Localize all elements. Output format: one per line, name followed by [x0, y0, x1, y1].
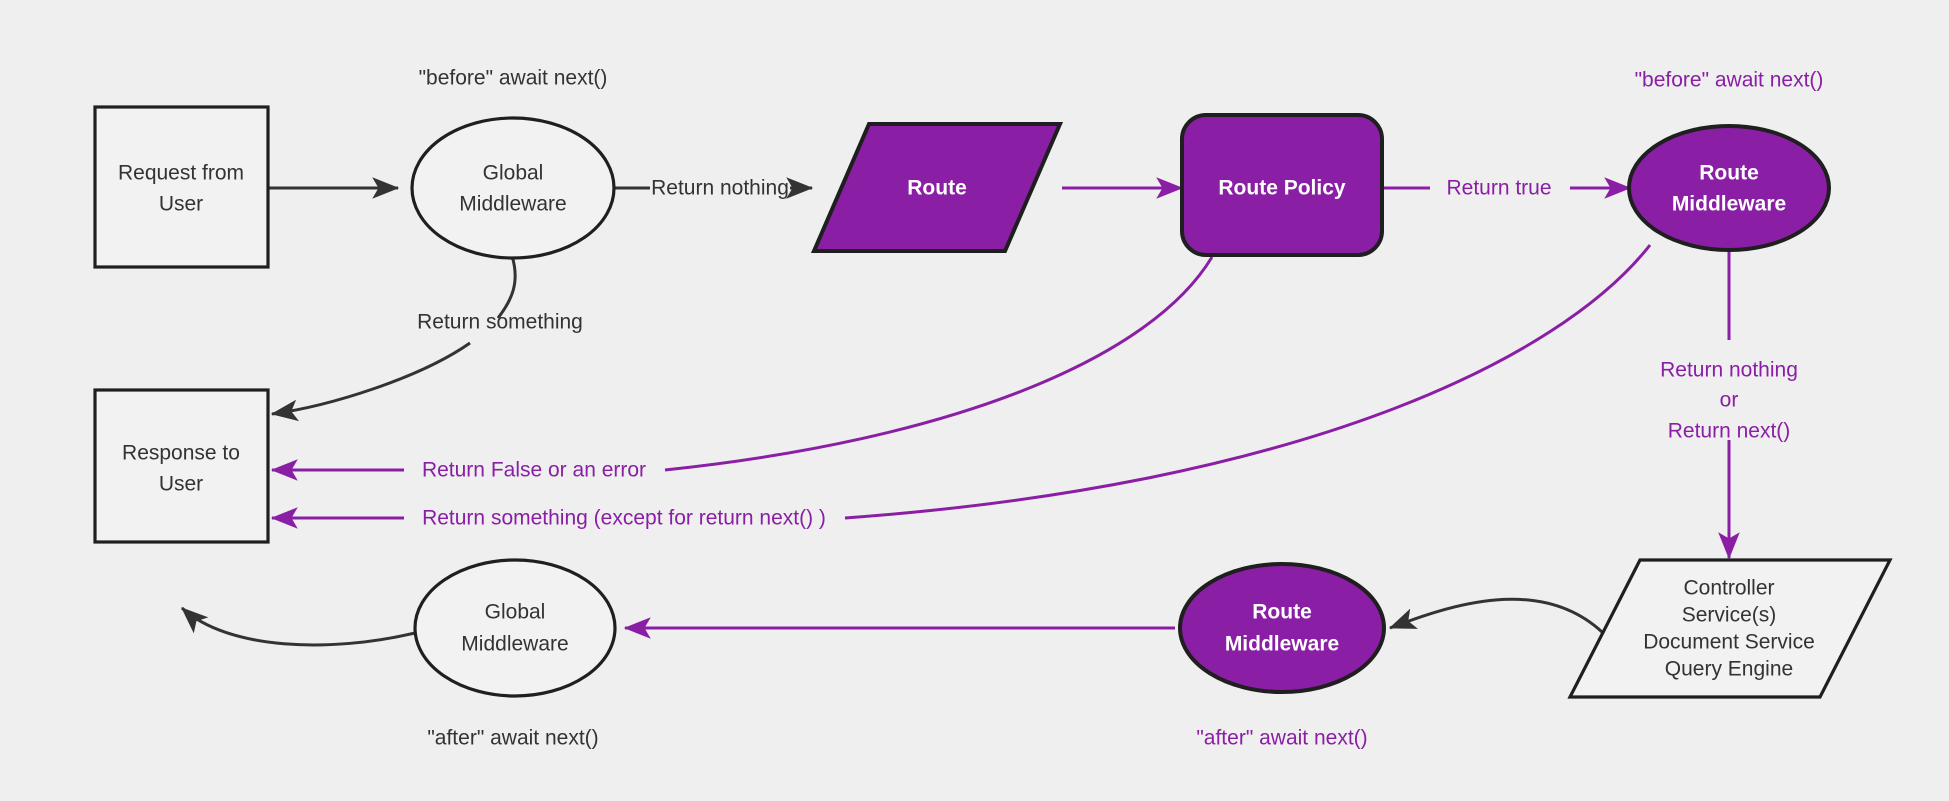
- annotation-before-global-middleware: "before" await next(): [419, 67, 608, 90]
- global-middleware-top-label-line1: Global: [483, 162, 544, 185]
- route-policy-box: [1180, 113, 1384, 257]
- route-middleware-top-label-line2: Middleware: [1672, 193, 1786, 216]
- edge-label-return-nothing-or-next-line3: Return next(): [1668, 420, 1791, 443]
- request-label-line1: Request from: [118, 162, 244, 185]
- edge-label-return-nothing-or-next-line2: or: [1720, 389, 1739, 412]
- annotation-after-global-middleware: "after" await next(): [427, 727, 598, 750]
- edge-label-return-false-or-error: Return False or an error: [422, 459, 646, 482]
- controller-label-line4: Query Engine: [1665, 658, 1793, 681]
- node-route-policy[interactable]: Route Policy: [1180, 113, 1384, 257]
- node-response-to-user[interactable]: Response to User: [93, 388, 270, 544]
- global-middleware-bottom-label-line1: Global: [485, 601, 546, 624]
- route-label: Route: [907, 177, 967, 200]
- edge-label-return-nothing: Return nothing: [651, 177, 789, 200]
- route-policy-label: Route Policy: [1218, 177, 1346, 200]
- edge-label-return-true: Return true: [1446, 177, 1551, 200]
- edge-label-return-something-except: Return something (except for return next…: [422, 507, 826, 530]
- global-middleware-top-label-line2: Middleware: [459, 193, 566, 216]
- edge-global-middleware-bottom-to-response: [180, 606, 416, 647]
- controller-label-line1: Controller: [1683, 577, 1774, 600]
- request-box: [93, 105, 270, 269]
- global-middleware-top-ellipse: [410, 116, 616, 260]
- node-controller-services[interactable]: Controller Service(s) Document Service Q…: [1567, 558, 1893, 699]
- response-label-line1: Response to: [122, 442, 240, 465]
- request-label-line2: User: [159, 193, 203, 216]
- edge-route-policy-return-false-curve: [664, 256, 1214, 472]
- edge-controller-to-route-middleware-bottom: [1388, 597, 1604, 634]
- response-label-line2: User: [159, 473, 203, 496]
- route-middleware-bottom-label-line2: Middleware: [1225, 633, 1339, 656]
- controller-parallelogram: [1567, 558, 1893, 699]
- annotation-before-route-middleware: "before" await next(): [1635, 69, 1824, 92]
- controller-label-line3: Document Service: [1643, 631, 1815, 654]
- node-global-middleware-bottom[interactable]: Global Middleware: [413, 558, 617, 698]
- node-global-middleware-top[interactable]: Global Middleware: [410, 116, 616, 260]
- edge-label-return-nothing-or-next-line1: Return nothing: [1660, 359, 1798, 382]
- route-middleware-bottom-label-line1: Route: [1252, 601, 1312, 624]
- node-route[interactable]: Route: [810, 122, 1064, 253]
- route-parallelogram: [810, 122, 1064, 253]
- edge-route-middleware-return-something-curve: [844, 244, 1652, 520]
- global-middleware-bottom-label-line2: Middleware: [461, 633, 568, 656]
- route-middleware-bottom-ellipse: [1178, 562, 1386, 694]
- annotation-after-route-middleware: "after" await next(): [1196, 727, 1367, 750]
- route-middleware-top-ellipse: [1627, 124, 1831, 252]
- controller-label-line2: Service(s): [1682, 604, 1777, 627]
- edge-label-return-something: Return something: [417, 311, 583, 334]
- edge-global-middleware-return-something-lower: [270, 341, 471, 422]
- node-route-middleware-bottom[interactable]: Route Middleware: [1178, 562, 1386, 694]
- route-middleware-top-label-line1: Route: [1699, 162, 1759, 185]
- response-box: [93, 388, 270, 544]
- global-middleware-bottom-ellipse: [413, 558, 617, 698]
- edge-global-middleware-return-something-upper: [496, 255, 517, 319]
- node-route-middleware-top[interactable]: Route Middleware: [1627, 124, 1831, 252]
- node-request-from-user[interactable]: Request from User: [93, 105, 270, 269]
